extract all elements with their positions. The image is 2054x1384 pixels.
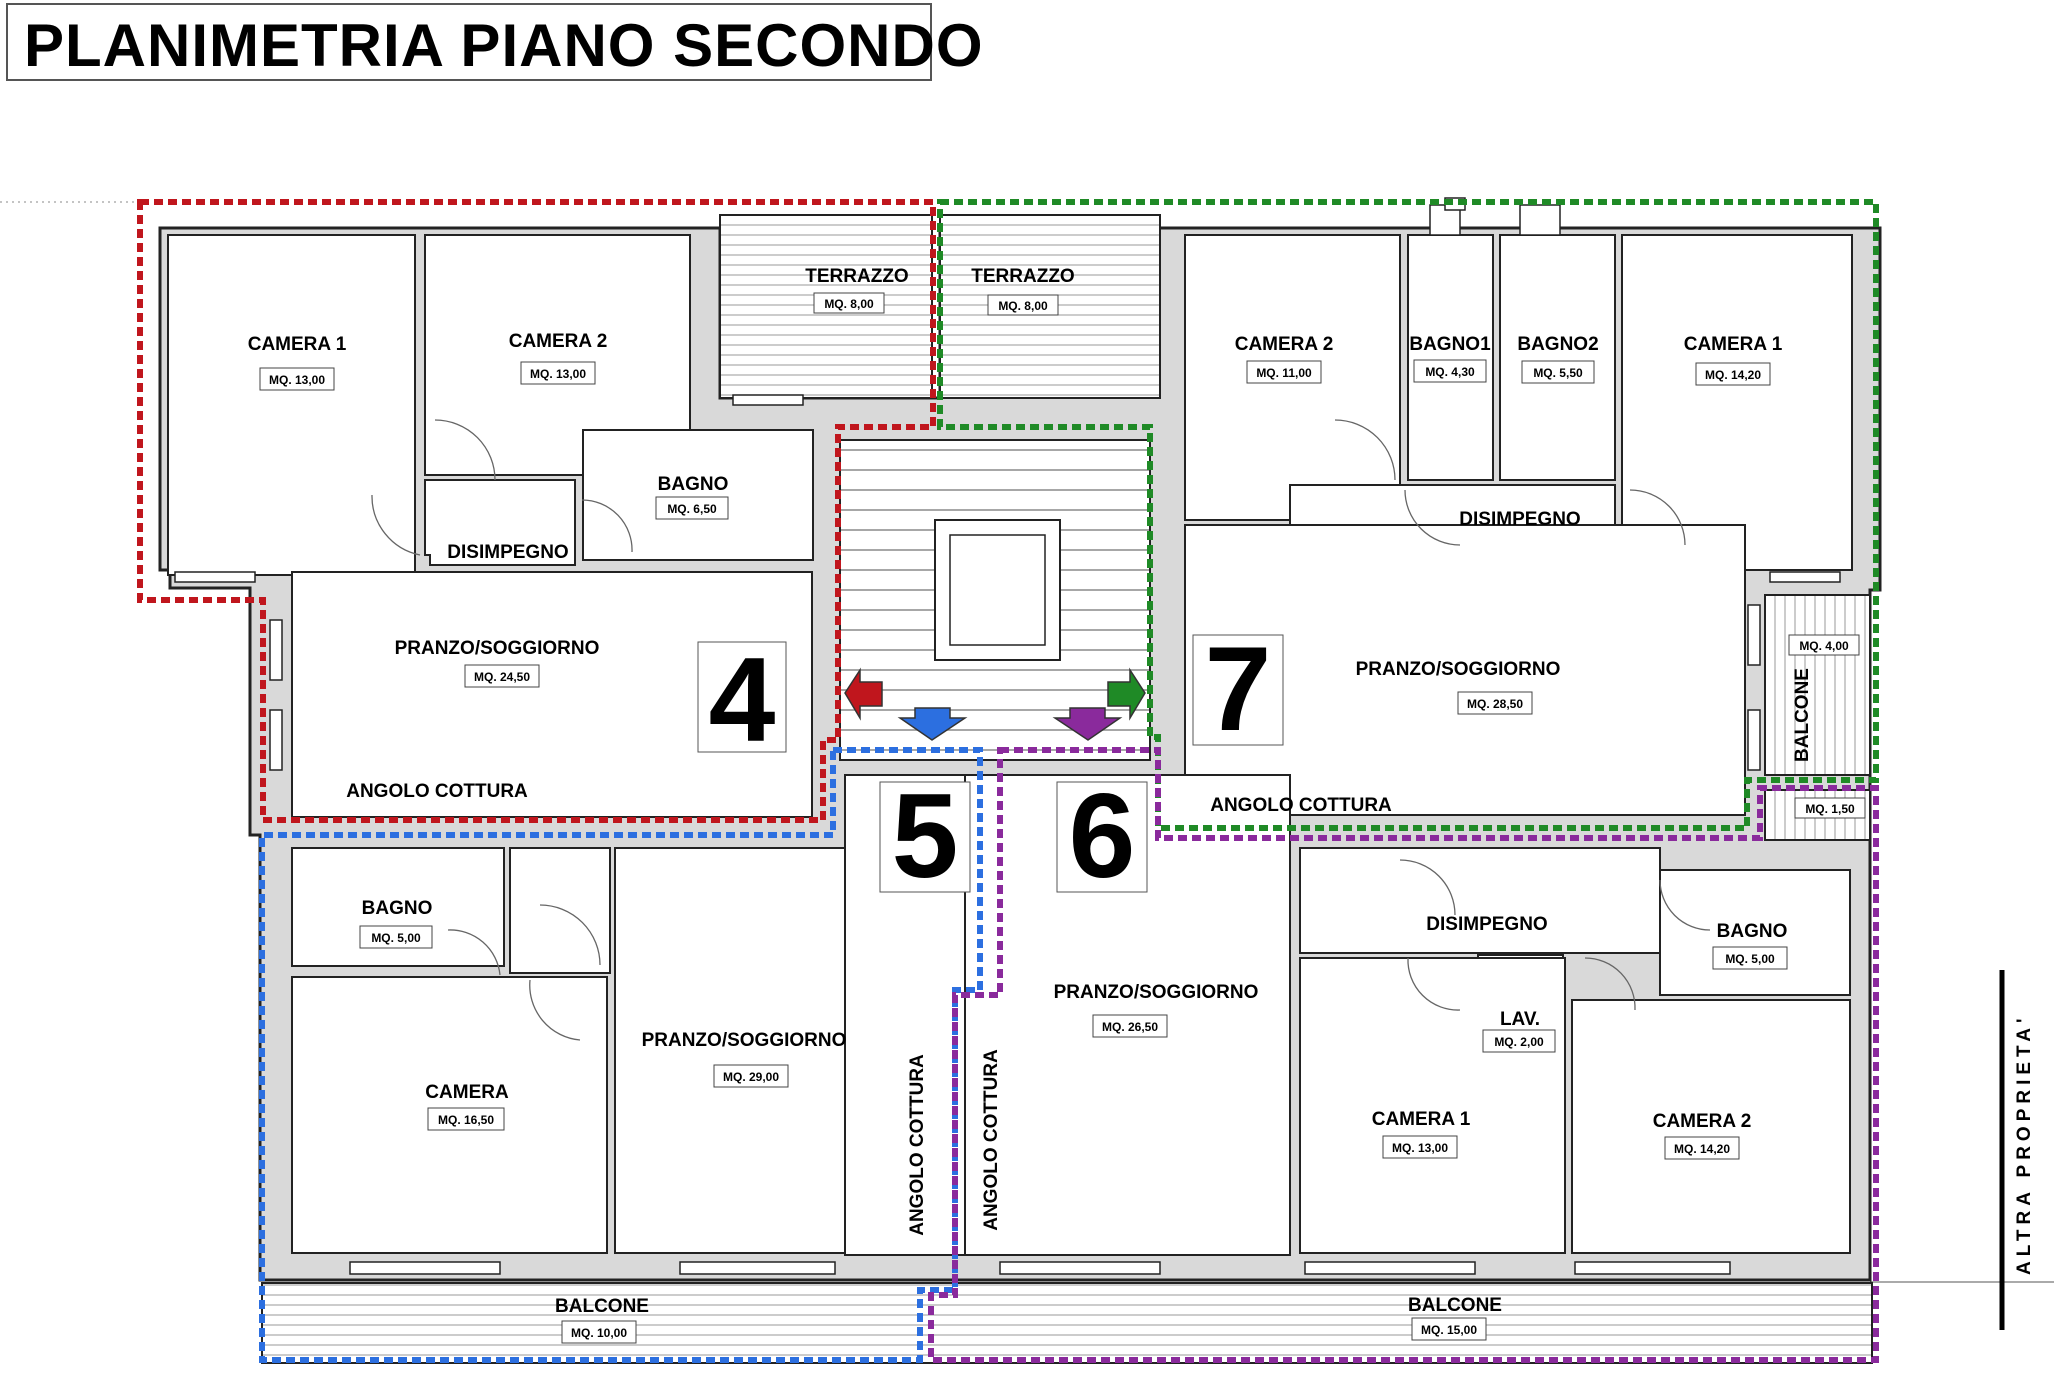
room-a7-camera1 — [1621, 234, 1853, 571]
room-a7-balcone — [1764, 594, 1871, 776]
label-a5-cottura: ANGOLO COTTURA — [907, 1054, 928, 1236]
label-a4-bagno: BAGNO — [658, 474, 729, 495]
room-a6-camera2 — [1571, 999, 1851, 1254]
label-a4-terrazzo: TERRAZZO — [805, 266, 908, 287]
label-a7-bagno2: BAGNO2 — [1517, 334, 1598, 355]
room-a6-bagno — [1659, 869, 1851, 996]
label-a4-camera2: CAMERA 2 — [509, 331, 608, 352]
arrow-apartment-5 — [897, 707, 968, 741]
apartment-number-5: 5 — [892, 769, 959, 903]
boundary-apartment-5 — [259, 747, 983, 1363]
area-a7-camera2: MQ. 11,00 — [1256, 366, 1312, 380]
arrow-apartment-7 — [1107, 667, 1146, 721]
arrow-apartment-4 — [844, 667, 883, 721]
title-box: PLANIMETRIA PIANO SECONDO — [6, 3, 982, 81]
label-a5-bagno: BAGNO — [362, 898, 433, 919]
door-swings — [371, 419, 1711, 1041]
room-a6-camera1 — [1299, 957, 1566, 1254]
apartment-numbers: 4 5 6 7 — [697, 622, 1284, 903]
area-a7-camera1: MQ. 14,20 — [1705, 368, 1761, 382]
label-a6-cottura: ANGOLO COTTURA — [981, 1049, 1002, 1231]
label-a6-lav: LAV. — [1500, 1009, 1540, 1030]
windows — [174, 197, 1841, 1275]
label-a7-camera1: CAMERA 1 — [1684, 334, 1783, 355]
apartment-number-6: 6 — [1069, 769, 1136, 903]
area-a5-balcone: MQ. 10,00 — [571, 1326, 627, 1340]
direction-arrows — [844, 667, 1146, 741]
label-a5-balcone: BALCONE — [555, 1296, 649, 1317]
area-a7-pranzo: MQ. 28,50 — [1467, 697, 1523, 711]
area-a5-pranzo: MQ. 29,00 — [723, 1070, 779, 1084]
room-a6-disimpegno — [1299, 847, 1661, 954]
room-a4-disimpegno — [424, 479, 576, 566]
area-a4-bagno: MQ. 6,50 — [667, 502, 717, 516]
label-a6-disimpegno: DISIMPEGNO — [1426, 914, 1547, 935]
area-a4-camera1: MQ. 13,00 — [269, 373, 325, 387]
area-a5-bagno: MQ. 5,00 — [371, 931, 421, 945]
room-a7-bagno2 — [1499, 234, 1616, 481]
side-note: ALTRA PROPRIETA' — [1999, 970, 2035, 1330]
label-a5-pranzo: PRANZO/SOGGIORNO — [642, 1030, 847, 1051]
label-a7-camera2: CAMERA 2 — [1235, 334, 1334, 355]
label-a6-camera2: CAMERA 2 — [1653, 1111, 1752, 1132]
area-a6-camera1: MQ. 13,00 — [1392, 1141, 1448, 1155]
area-a7-bagno1: MQ. 4,30 — [1425, 365, 1475, 379]
room-a4-camera1 — [167, 234, 416, 576]
side-note-text: ALTRA PROPRIETA' — [2014, 1014, 2035, 1276]
label-a6-bagno: BAGNO — [1717, 921, 1788, 942]
area-a6-pranzo: MQ. 26,50 — [1102, 1020, 1158, 1034]
label-a6-balcone: BALCONE — [1408, 1295, 1502, 1316]
area-a6-camera2: MQ. 14,20 — [1674, 1142, 1730, 1156]
apartment-number-4: 4 — [709, 633, 776, 767]
label-a7-terrazzo: TERRAZZO — [971, 266, 1074, 287]
label-a7-balcone: BALCONE — [1792, 668, 1813, 762]
label-a4-disimpegno: DISIMPEGNO — [447, 542, 568, 563]
boundary-apartment-4 — [137, 199, 936, 823]
area-a6-balcone: MQ. 15,00 — [1421, 1323, 1477, 1337]
area-a6-bagno: MQ. 5,00 — [1725, 952, 1775, 966]
room-a7-bagno1 — [1407, 234, 1494, 481]
area-a4-camera2: MQ. 13,00 — [530, 367, 586, 381]
label-a5-camera: CAMERA — [425, 1082, 509, 1103]
area-tags: MQ. 13,00 MQ. 13,00 MQ. 8,00 MQ. 6,50 MQ… — [259, 292, 1866, 1344]
room-a4-bagno — [582, 429, 814, 561]
label-a7-disimpegno: DISIMPEGNO — [1459, 509, 1580, 530]
area-a7-balcone: MQ. 4,00 — [1799, 639, 1849, 653]
boundary-apartment-7 — [937, 199, 1879, 831]
area-a6-balcone-small: MQ. 1,50 — [1805, 802, 1855, 816]
area-a5-camera: MQ. 16,50 — [438, 1113, 494, 1127]
apartment-boundaries — [137, 199, 1879, 1363]
room-labels: CAMERA 1 CAMERA 2 TERRAZZO BAGNO DISIMPE… — [248, 266, 1813, 1317]
page-title: PLANIMETRIA PIANO SECONDO — [24, 12, 984, 79]
label-a6-camera1: CAMERA 1 — [1372, 1109, 1471, 1130]
boundary-apartment-6 — [928, 747, 1879, 1363]
room-a5-disimpegno — [509, 847, 611, 974]
label-a4-camera1: CAMERA 1 — [248, 334, 347, 355]
area-a6-lav: MQ. 2,00 — [1494, 1035, 1544, 1049]
room-bottom-balcone — [261, 1282, 1873, 1364]
label-a6-pranzo: PRANZO/SOGGIORNO — [1054, 982, 1259, 1003]
area-a7-terrazzo: MQ. 8,00 — [998, 299, 1048, 313]
label-a4-cottura: ANGOLO COTTURA — [346, 781, 528, 802]
area-a4-pranzo: MQ. 24,50 — [474, 670, 530, 684]
label-a7-bagno1: BAGNO1 — [1409, 334, 1491, 355]
area-a7-bagno2: MQ. 5,50 — [1533, 366, 1583, 380]
arrow-apartment-6 — [1052, 707, 1123, 741]
area-a4-terrazzo: MQ. 8,00 — [824, 297, 874, 311]
label-a7-pranzo: PRANZO/SOGGIORNO — [1356, 659, 1561, 680]
apartment-number-7: 7 — [1205, 622, 1272, 756]
label-a7-cottura: ANGOLO COTTURA — [1210, 795, 1392, 816]
label-a4-pranzo: PRANZO/SOGGIORNO — [395, 638, 600, 659]
